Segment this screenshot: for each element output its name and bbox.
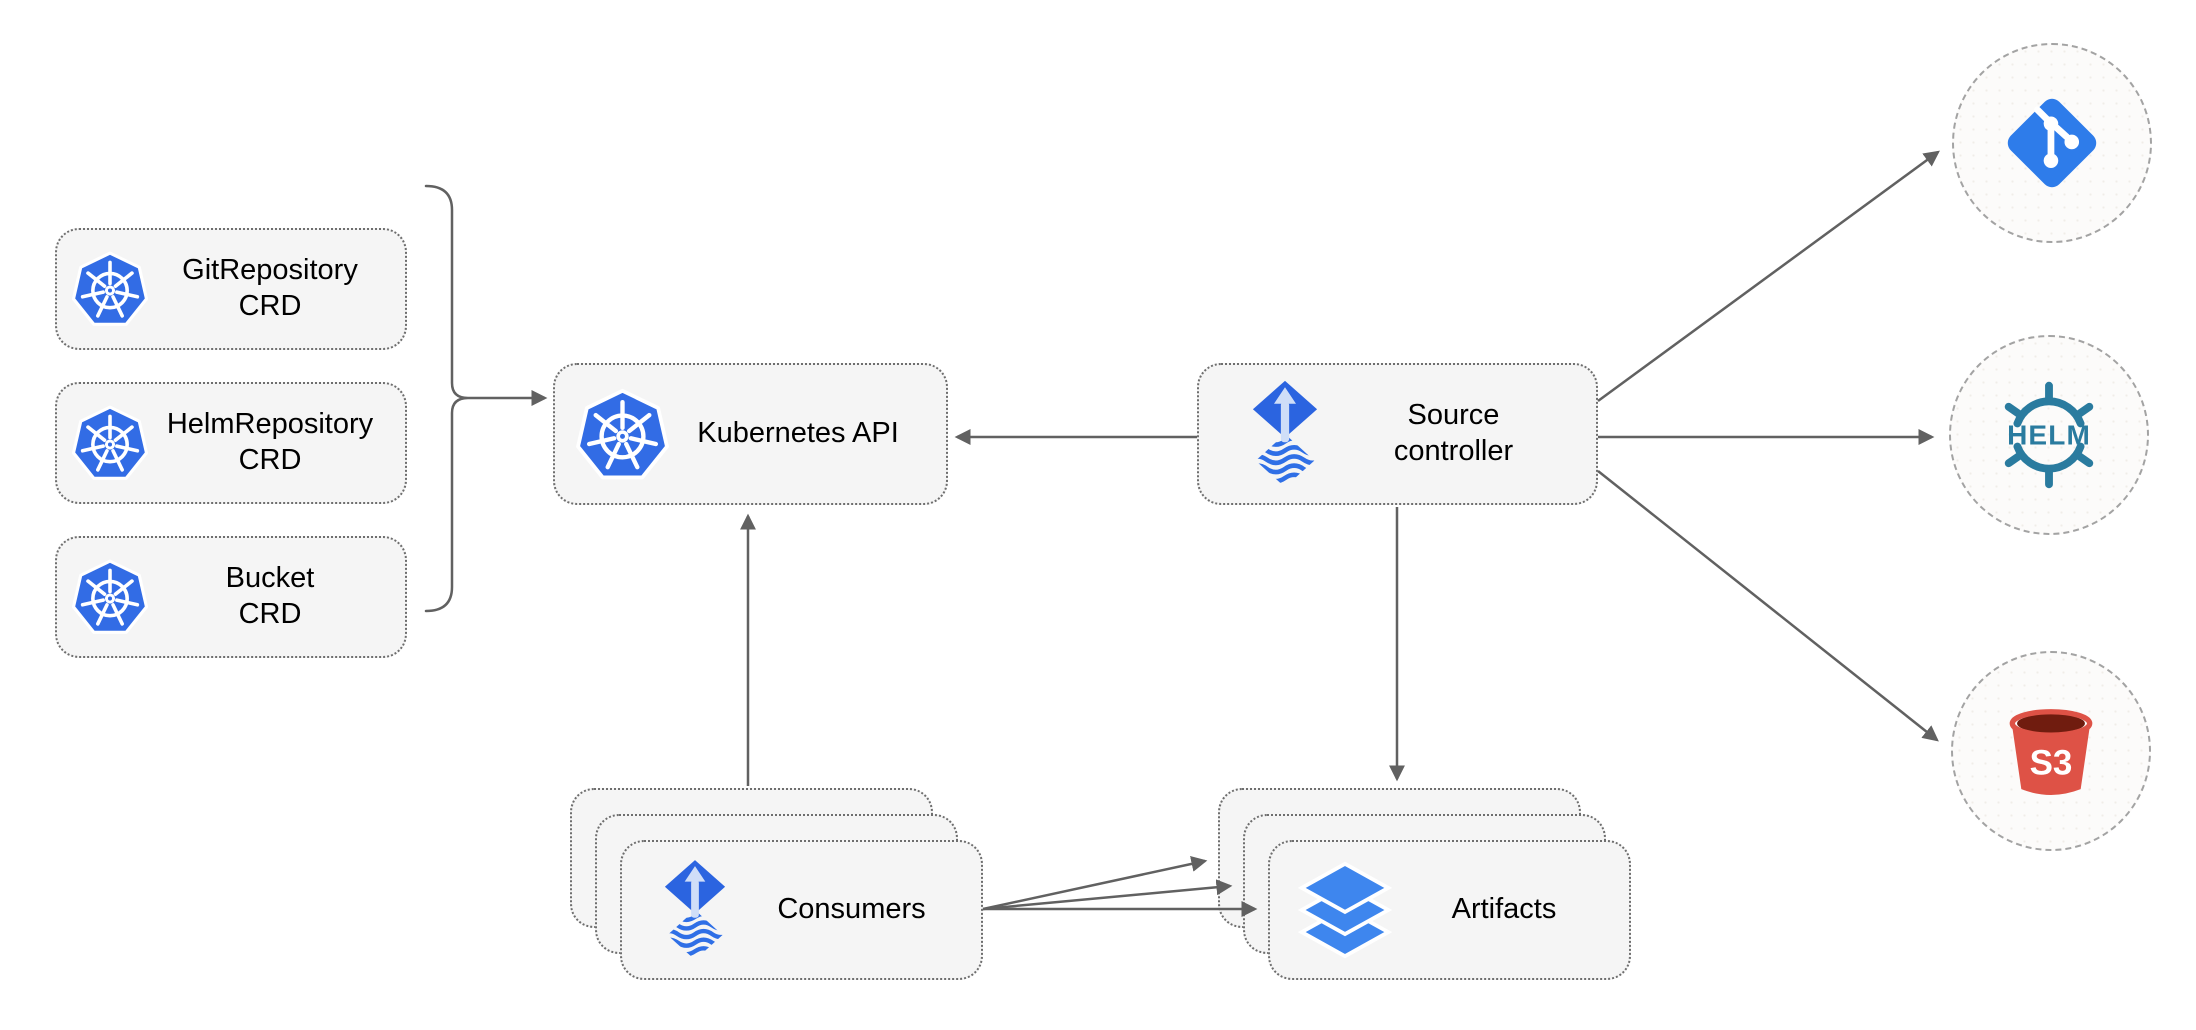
- s3-source-circle: S3: [1951, 651, 2151, 851]
- consumers-label: Consumers: [777, 893, 926, 926]
- kubernetes-icon: [71, 558, 149, 636]
- s3-logo-text: S3: [2030, 743, 2073, 782]
- git-source-circle: [1952, 43, 2152, 243]
- crd-helmrepository-box: HelmRepository CRD: [55, 382, 407, 504]
- crd-bucket-box: Bucket CRD: [55, 536, 407, 658]
- edge-source-controller-to-git: [1597, 150, 1940, 403]
- crd-helmrepository-label: HelmRepository CRD: [166, 408, 374, 476]
- helm-icon: HELM: [2004, 381, 2094, 489]
- git-icon: [2007, 98, 2097, 188]
- crd-gitrepository-box: GitRepository CRD: [55, 228, 407, 350]
- crd-bucket-label: Bucket CRD: [225, 562, 315, 630]
- kubernetes-icon: [71, 404, 149, 482]
- flux-icon: [652, 858, 738, 962]
- edge-source-controller-to-s3: [1597, 470, 1939, 742]
- crds-bracket: [424, 184, 469, 613]
- helm-logo-text: HELM: [2007, 420, 2091, 451]
- kubernetes-api-label: Kubernetes API: [697, 417, 899, 450]
- flux-icon: [1239, 379, 1331, 489]
- edge-consumers-to-artifacts-1: [982, 856, 1208, 911]
- source-controller-box: Source controller: [1197, 363, 1598, 505]
- kubernetes-icon: [71, 250, 149, 328]
- artifacts-stack: Artifacts: [1218, 788, 1631, 980]
- helm-source-circle: HELM: [1949, 335, 2149, 535]
- source-controller-label: Source controller: [1393, 399, 1514, 467]
- edge-consumers-to-artifacts-2: [982, 879, 1233, 911]
- crd-gitrepository-label: GitRepository CRD: [182, 254, 358, 322]
- consumers-box: Consumers: [620, 840, 983, 980]
- kubernetes-icon: [575, 387, 670, 482]
- consumers-stack: Consumers: [570, 788, 983, 980]
- kubernetes-api-box: Kubernetes API: [553, 363, 948, 505]
- artifacts-label: Artifacts: [1451, 893, 1557, 926]
- s3-bucket-icon: S3: [2009, 709, 2093, 795]
- artifacts-box: Artifacts: [1268, 840, 1631, 980]
- layers-icon: [1295, 860, 1395, 960]
